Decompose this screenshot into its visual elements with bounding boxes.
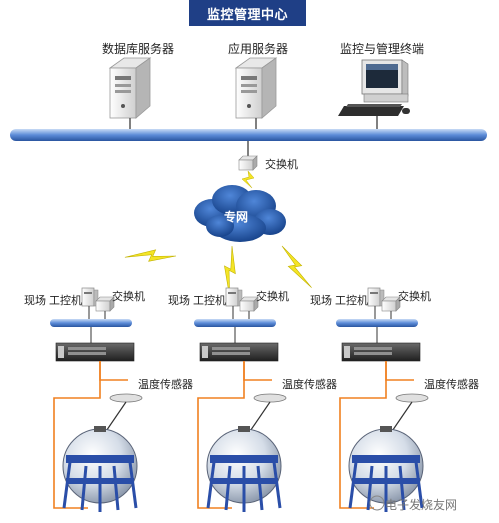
site-1-pc-icon: [81, 287, 99, 307]
site-2-tank-icon: [206, 426, 282, 512]
monitoring-terminal-icon: [338, 59, 410, 116]
site-1-sensor-label: 温度传感器: [138, 379, 193, 391]
site-3-tank-icon: [348, 426, 424, 512]
monitoring-terminal-label: 监控与管理终端: [340, 42, 425, 56]
site-3: [336, 287, 429, 512]
site-2-sensor-label: 温度传感器: [282, 379, 337, 391]
site-2-pc-icon: [225, 287, 243, 307]
site-3-switch-label: 交换机: [398, 291, 431, 303]
site-2-pc-label: 现场 工控机: [168, 295, 227, 307]
lightning-right-icon: [271, 245, 323, 288]
site-1: [50, 287, 143, 512]
private-network-label: 专网: [224, 210, 249, 224]
site-1-switch-label: 交换机: [112, 291, 145, 303]
site-3-sensor-icon: [395, 393, 429, 403]
site-3-pc-label: 现场 工控机: [310, 295, 369, 307]
database-server-icon: [109, 57, 151, 119]
site-2-switch-label: 交换机: [256, 291, 289, 303]
site-1-tank-icon: [62, 426, 138, 512]
watermark-text: 电子发烧友网: [385, 498, 458, 512]
watermark-logo-icon: [369, 495, 385, 511]
core-switch-icon: [238, 155, 258, 171]
lightning-core-icon: [241, 170, 255, 189]
site-3-sensor-label: 温度传感器: [424, 379, 479, 391]
header-title: 监控管理中心: [189, 0, 306, 26]
core-switch-label: 交换机: [265, 159, 298, 171]
site-1-sensor-icon: [109, 393, 143, 403]
application-server-icon: [235, 57, 277, 119]
private-network-cloud-icon: [194, 185, 286, 242]
site-2-sensor-icon: [253, 393, 287, 403]
application-server-label: 应用服务器: [228, 42, 289, 56]
backbone-bus: [10, 129, 487, 141]
database-server-label: 数据库服务器: [102, 42, 175, 56]
site-1-pc-label: 现场 工控机: [24, 295, 83, 307]
lightning-left-icon: [124, 233, 177, 280]
site-2: [194, 287, 287, 512]
site-3-pc-icon: [367, 287, 385, 307]
